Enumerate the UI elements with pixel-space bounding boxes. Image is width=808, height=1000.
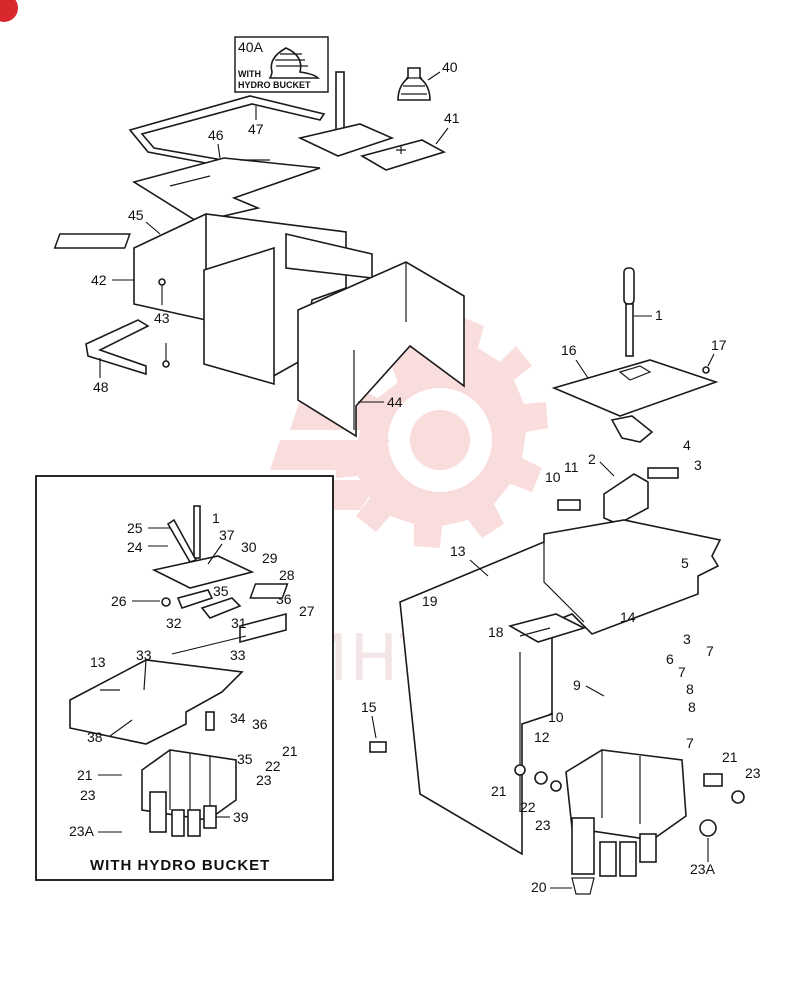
callout-21b: 21 [491,783,507,799]
inset-callout-34: 34 [230,710,246,726]
inset-callout-26: 26 [111,593,127,609]
callout-1: 1 [655,307,663,323]
boot-40a [268,47,320,79]
lever-1 [623,267,635,357]
callout-8b: 8 [688,699,696,715]
inset-callout-31: 31 [231,615,247,631]
panel-13 [249,519,722,856]
inset-callout-37: 37 [219,527,235,543]
inset-callout-35a: 35 [213,583,229,599]
note-box-40a: 40A WITH HYDRO BUCKET [234,36,329,93]
inset-caption: WITH HYDRO BUCKET [90,857,270,874]
inset-callout-1: 1 [212,510,220,526]
callout-44: 44 [387,394,403,410]
callout-6: 6 [666,651,674,667]
callout-42: 42 [91,272,107,288]
note-box-line1: WITH [238,69,261,79]
callout-7c: 7 [686,735,694,751]
guard-44 [297,261,465,438]
callout-7a: 7 [706,643,714,659]
inset-callout-35b: 35 [237,751,253,767]
boot-40 [397,67,431,101]
callout-7b: 7 [678,664,686,680]
inset-callout-32: 32 [166,615,182,631]
callout-3b: 3 [683,631,691,647]
callout-46: 46 [208,127,224,143]
housing-42 [53,213,373,386]
callout-41: 41 [444,110,460,126]
inset-callout-21b: 21 [77,767,93,783]
inset-callout-24: 24 [127,539,143,555]
note-box-label: 40A [238,39,264,55]
callout-43: 43 [154,310,170,326]
callouts-upper: 40 41 47 46 45 42 43 48 44 [91,59,460,410]
lever-plate [297,71,395,157]
plate-41 [359,139,447,171]
plate-16 [551,359,719,417]
inset-hydro-bucket: WITH HYDRO BUCKET 1 25 24 37 30 29 28 26 [35,475,334,881]
inset-callout-25: 25 [127,520,143,536]
inset-callout-23a: 23 [256,772,272,788]
callout-12: 12 [534,729,550,745]
bolts-43 [158,278,170,368]
inset-callout-29: 29 [262,550,278,566]
callout-20: 20 [531,879,547,895]
corner-badge [0,0,18,22]
callout-4: 4 [683,437,691,453]
inset-callout-23b: 23 [80,787,96,803]
callout-47: 47 [248,121,264,137]
callout-10a: 10 [545,469,561,485]
callout-14: 14 [620,609,636,625]
inset-callout-27: 27 [299,603,315,619]
callout-23A: 23A [690,861,716,877]
callout-8a: 8 [686,681,694,697]
inset-callout-36b: 36 [252,716,268,732]
callout-11: 11 [564,459,579,475]
callouts-right: 1 16 17 4 3 2 11 10 13 5 19 14 3 18 7 6 … [361,307,761,895]
callout-5: 5 [681,555,689,571]
callout-40: 40 [442,59,458,75]
inset-callout-28: 28 [279,567,295,583]
note-box-line2: HYDRO BUCKET [238,80,311,90]
callout-45: 45 [128,207,144,223]
hardware [369,366,745,837]
inset-callout-39: 39 [233,809,249,825]
callout-23a: 23 [745,765,761,781]
inset-callout-21a: 21 [282,743,298,759]
inset-callout-30: 30 [241,539,257,555]
callout-48: 48 [93,379,109,395]
callout-2: 2 [588,451,596,467]
callout-16: 16 [561,342,577,358]
callout-23b: 23 [535,817,551,833]
inset-callout-22: 22 [265,758,281,774]
callout-9: 9 [573,677,581,693]
inset-callout-33b: 33 [230,647,246,663]
callout-3a: 3 [694,457,702,473]
valve-20 [565,749,687,895]
inset-callout-13: 13 [90,654,106,670]
callout-17: 17 [711,337,727,353]
callout-18: 18 [488,624,504,640]
mat-46 [132,157,321,223]
callout-21a: 21 [722,749,738,765]
callout-13: 13 [450,543,466,559]
inset-callout-33a: 33 [136,647,152,663]
inset-callout-38: 38 [87,729,103,745]
callout-15: 15 [361,699,377,715]
frame-47 [128,95,326,169]
inset-callout-23A: 23A [69,823,95,839]
step-48 [85,319,150,376]
callout-10b: 10 [548,709,564,725]
callout-19: 19 [422,593,438,609]
callout-22: 22 [520,799,536,815]
